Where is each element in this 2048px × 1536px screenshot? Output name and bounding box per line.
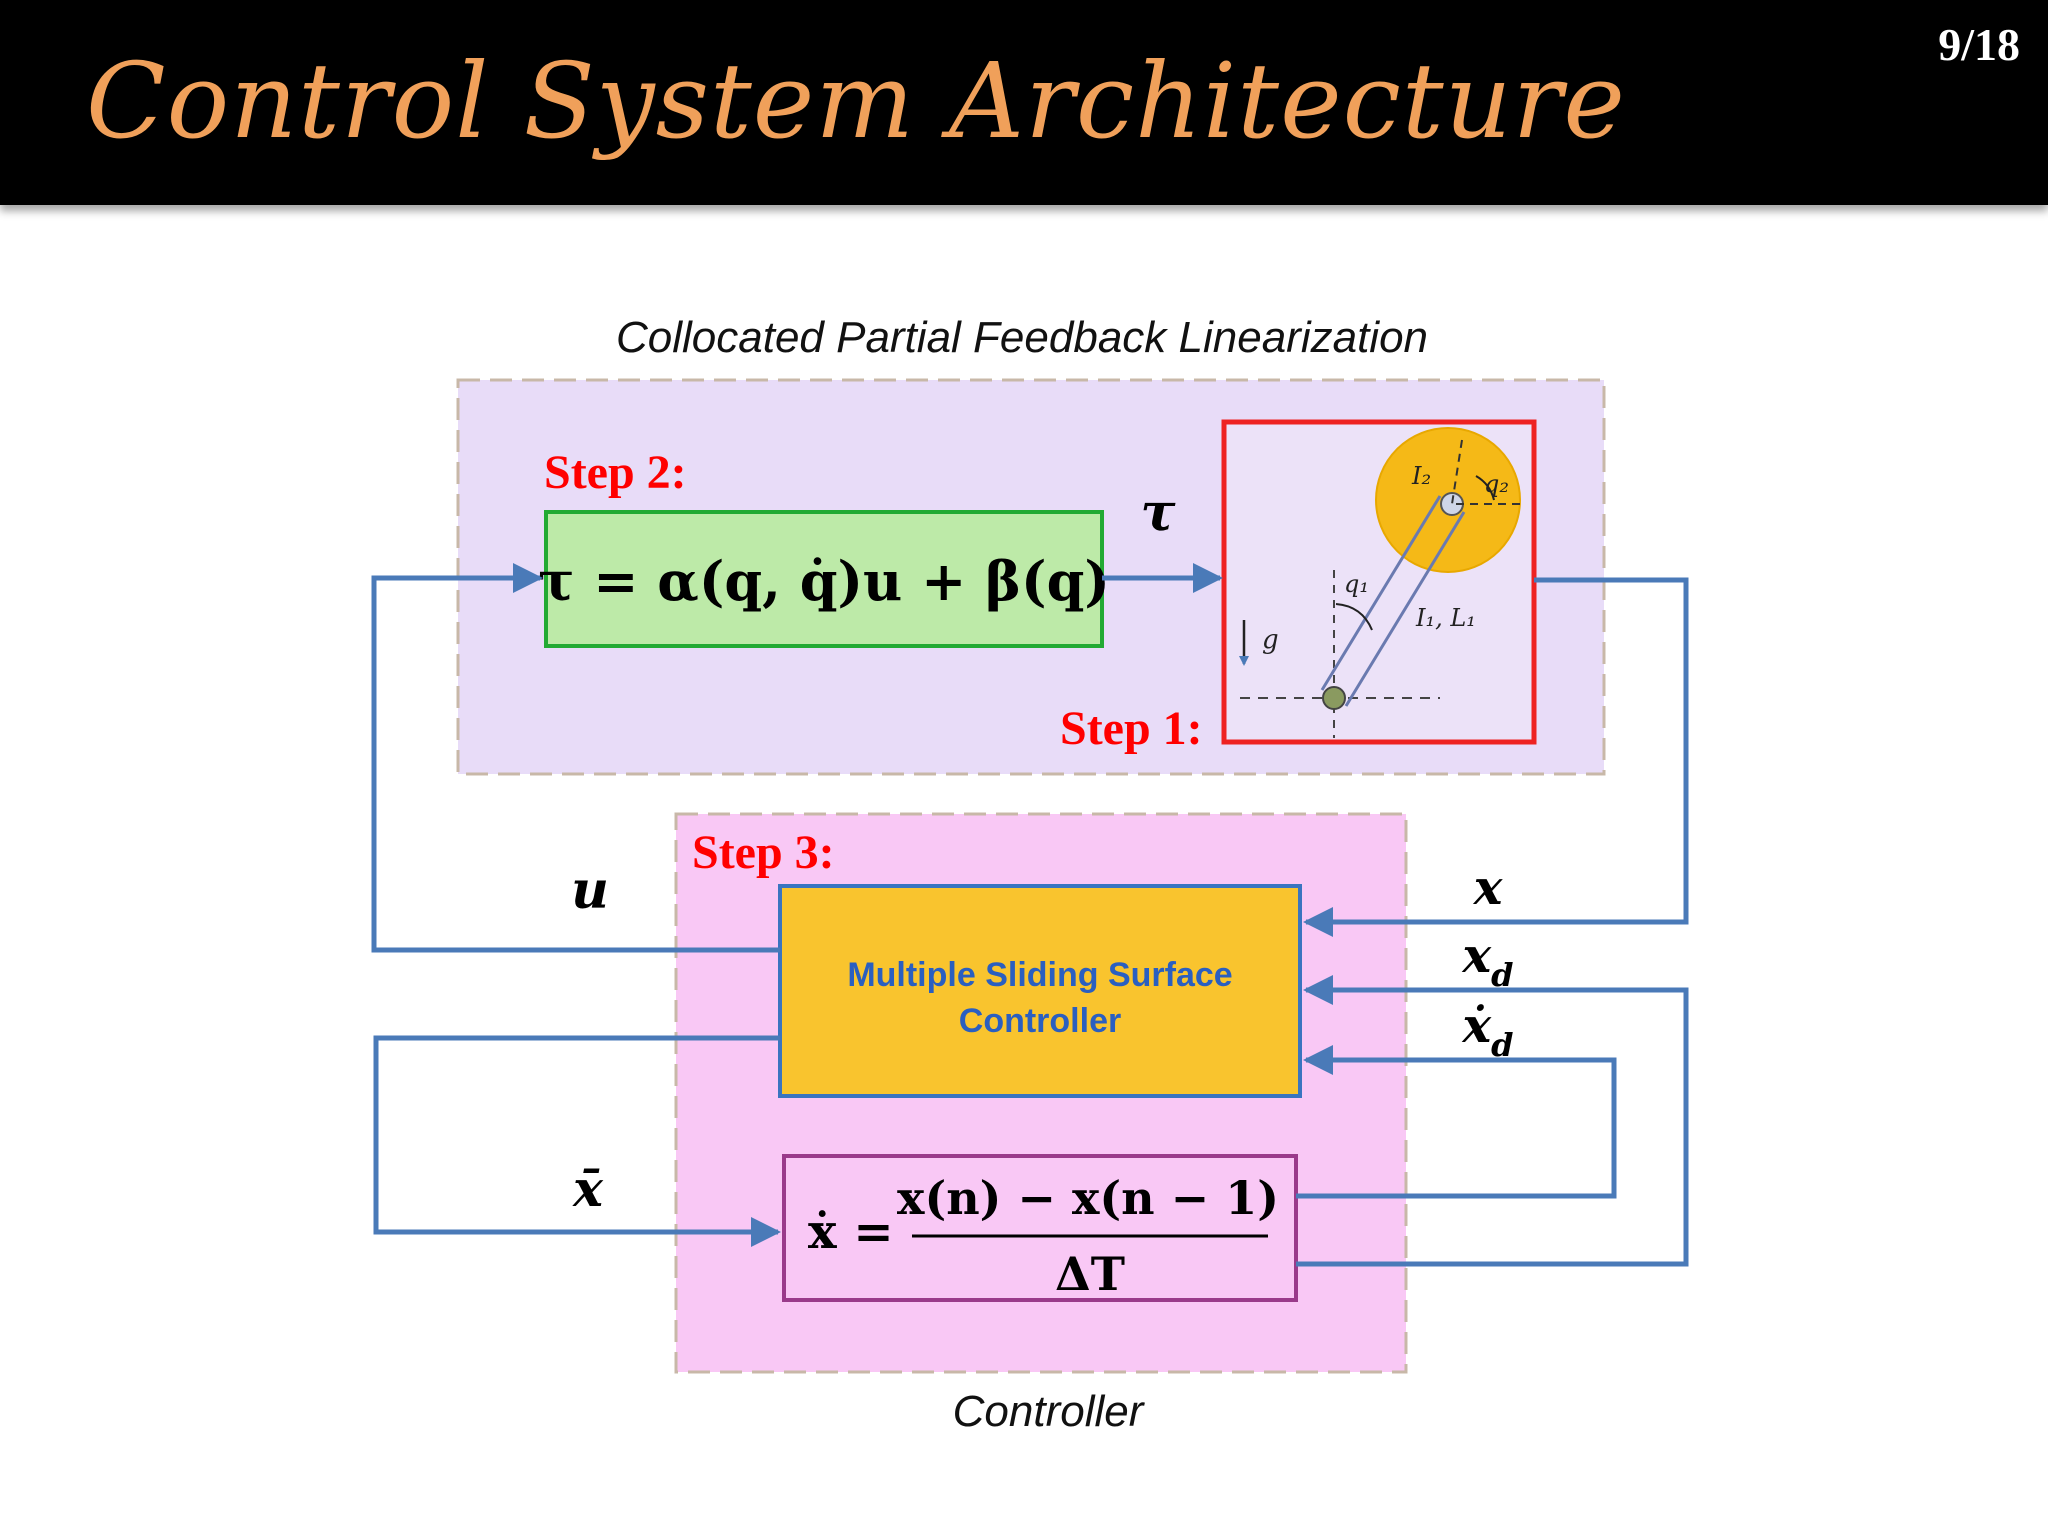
x-label: x — [1473, 860, 1504, 916]
u-signal-line — [371, 563, 780, 953]
link-bar-a — [1320, 495, 1442, 691]
xbar-label: x̄ — [572, 1159, 604, 1218]
xd-base: x — [1462, 928, 1493, 984]
label-q2: q₂ — [1484, 470, 1509, 498]
mssc-line2: Controller — [959, 1002, 1121, 1040]
label-I2: I₂ — [1411, 462, 1431, 490]
xdot-d-base: ẋ — [1462, 998, 1493, 1054]
tau-label: τ — [1141, 482, 1177, 543]
label-q1: q₁ — [1344, 570, 1369, 598]
xdot-d-signal-line — [1296, 1045, 1617, 1199]
x-signal-line — [1303, 577, 1689, 937]
page-number: 9/18 — [1938, 19, 2020, 70]
xdot-d-subscript: d — [1491, 1026, 1513, 1064]
mssc-line1: Multiple Sliding Surface — [847, 956, 1232, 994]
derivative-lhs: ẋ = — [808, 1204, 894, 1260]
xd-signal-line — [1296, 975, 1689, 1267]
slide-title: Control System Architecture — [86, 40, 1626, 162]
xd-label: xd — [1462, 928, 1514, 994]
derivative-denominator: ΔT — [1055, 1247, 1125, 1301]
derivative-box — [782, 1154, 1298, 1302]
slide-header: Control System Architecture 9/18 — [0, 0, 2048, 205]
link-bar-b — [1344, 511, 1466, 707]
xdot-d-label: ẋd — [1462, 998, 1514, 1064]
step2-label: Step 2: — [544, 446, 687, 499]
derivative-numerator: x(n) − x(n − 1) — [897, 1171, 1279, 1225]
q1-arc — [1335, 603, 1373, 631]
cpfl-title: Collocated Partial Feedback Linearizatio… — [616, 313, 1428, 362]
pivot-joint — [1322, 686, 1346, 710]
pendulum-illustration: I₂ q₂ q₁ I₁, L₁ g — [1239, 427, 1521, 738]
tau-formula: τ = α(q, q̇)u + β(q) — [538, 549, 1110, 613]
step3-label: Step 3: — [692, 826, 835, 879]
step1-label: Step 1: — [1060, 702, 1203, 755]
controller-title: Controller — [953, 1387, 1146, 1436]
label-I1L1: I₁, L₁ — [1415, 604, 1476, 632]
u-label: u — [571, 860, 609, 921]
label-g: g — [1262, 625, 1279, 655]
wheel-dashed-vertical — [1451, 439, 1463, 505]
q2-arc — [1475, 475, 1495, 501]
xbar-signal-line — [373, 1035, 781, 1247]
xd-subscript: d — [1491, 956, 1513, 994]
mssc-box — [778, 884, 1302, 1098]
